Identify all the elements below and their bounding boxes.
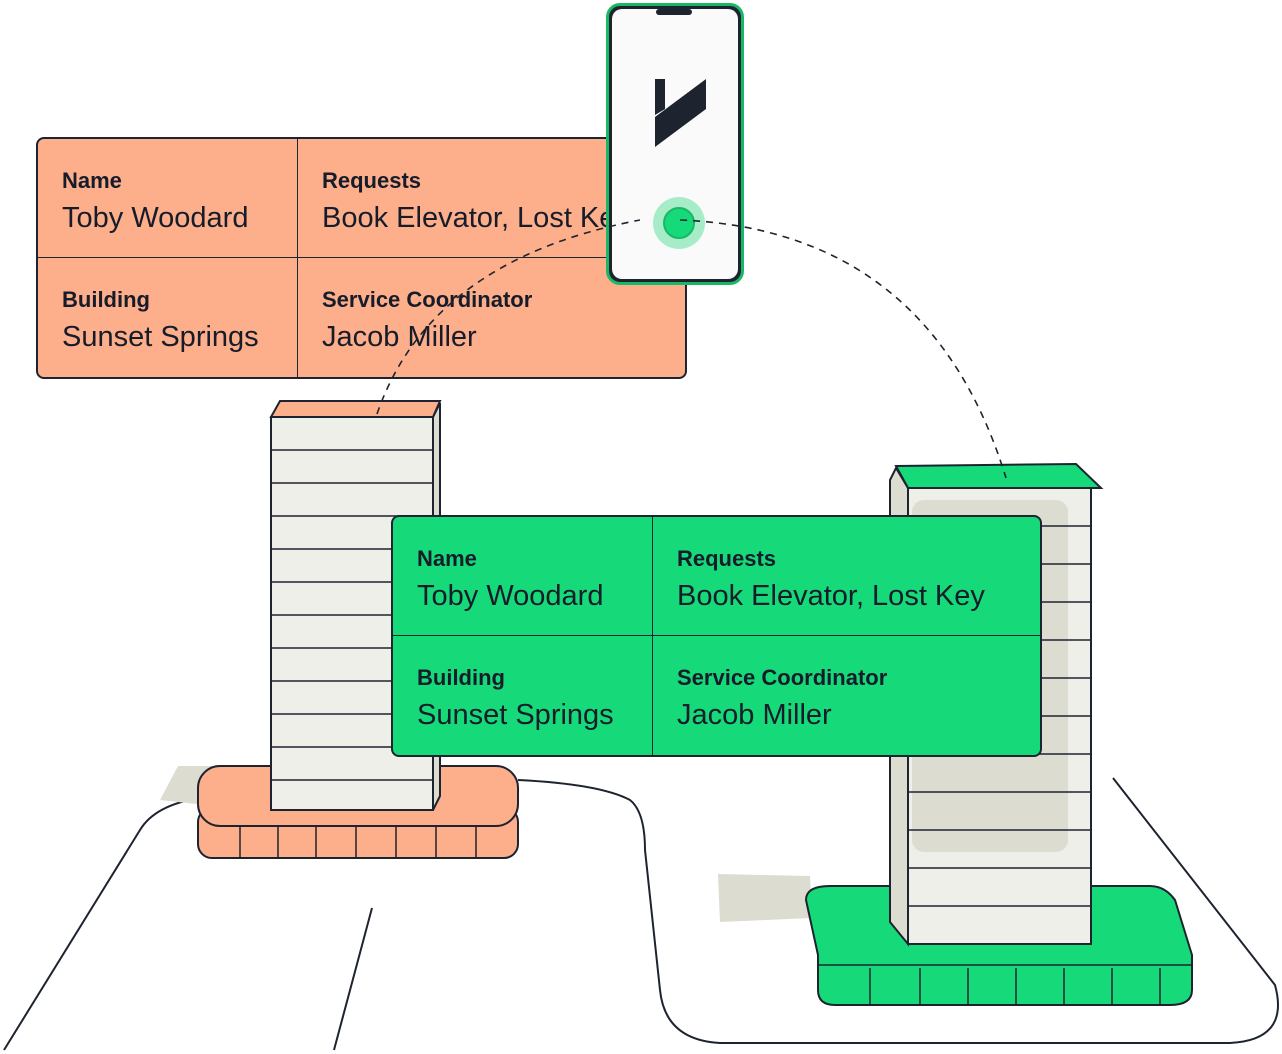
green-resident-card: Name Toby Woodard Requests Book Elevator…: [391, 515, 1042, 757]
phone-screen: [612, 9, 738, 279]
requests-cell: Requests Book Elevator, Lost Key: [653, 517, 1040, 636]
brand-logo-icon: [655, 79, 706, 147]
orange-resident-card: Name Toby Woodard Requests Book Elevator…: [36, 137, 687, 379]
building-cell: Building Sunset Springs: [38, 258, 298, 377]
requests-label: Requests: [322, 168, 422, 193]
name-cell: Name Toby Woodard: [38, 139, 298, 258]
name-value: Toby Woodard: [417, 580, 604, 612]
building-value: Sunset Springs: [62, 321, 259, 353]
requests-value: Book Elevator, Lost Key: [677, 580, 985, 612]
building-cell: Building Sunset Springs: [393, 636, 653, 755]
coordinator-label: Service Coordinator: [322, 287, 533, 312]
building-label: Building: [417, 665, 505, 690]
name-label: Name: [62, 168, 122, 193]
name-label: Name: [417, 546, 477, 571]
requests-label: Requests: [677, 546, 777, 571]
smartphone-icon: [606, 3, 744, 285]
building-value: Sunset Springs: [417, 699, 614, 731]
building-label: Building: [62, 287, 150, 312]
coordinator-cell: Service Coordinator Jacob Miller: [653, 636, 1040, 755]
coordinator-value: Jacob Miller: [677, 699, 832, 731]
name-cell: Name Toby Woodard: [393, 517, 653, 636]
coordinator-value: Jacob Miller: [322, 321, 477, 353]
name-value: Toby Woodard: [62, 202, 249, 234]
tap-indicator-icon: [653, 197, 705, 249]
phone-notch: [656, 9, 692, 15]
coordinator-label: Service Coordinator: [677, 665, 888, 690]
